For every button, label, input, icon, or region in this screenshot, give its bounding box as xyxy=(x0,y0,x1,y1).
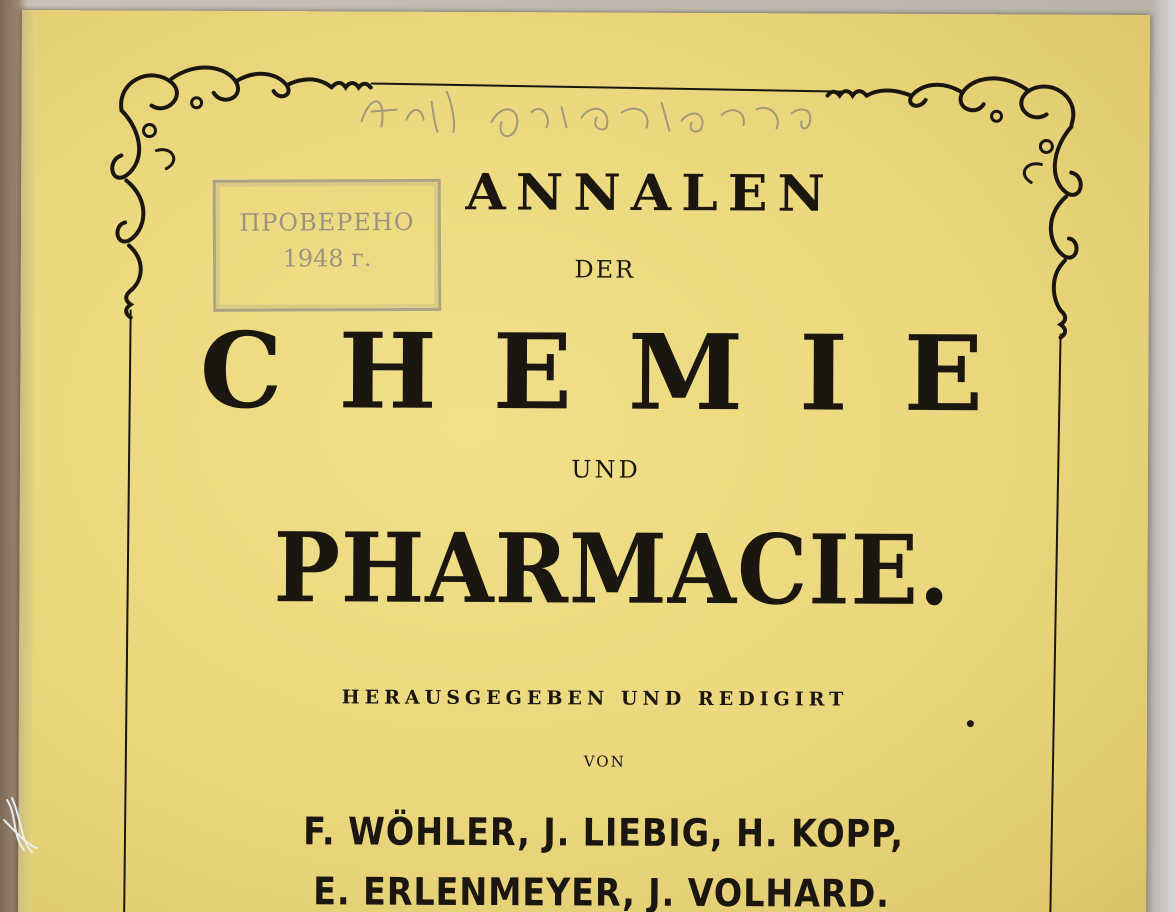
frame-top-rule xyxy=(370,82,843,93)
journal-cover: ПРОВЕРЕНО 1948 г. ANNALEN DER CHEMIE UND… xyxy=(17,10,1150,912)
pencil-inscription xyxy=(360,90,812,138)
title-chemie: CHEMIE xyxy=(199,308,1040,436)
ink-speck xyxy=(966,720,974,728)
binding-threads xyxy=(3,797,38,853)
title-annalen: ANNALEN xyxy=(465,163,836,224)
title-und: UND xyxy=(571,455,641,484)
ornament-top-left xyxy=(110,65,373,320)
frame-right-rule xyxy=(1048,333,1062,912)
frame-left-rule xyxy=(122,309,132,912)
title-pharmacie: PHARMACIE. xyxy=(273,511,951,628)
editors-line-1: F. WÖHLER, J. LIEBIG, H. KOPP, xyxy=(303,809,904,856)
ornamental-frame xyxy=(110,65,1083,912)
title-der: DER xyxy=(574,255,636,284)
editors-line-2: E. ERLENMEYER, J. VOLHARD. xyxy=(313,869,890,912)
ornament-top-right xyxy=(825,76,1083,340)
